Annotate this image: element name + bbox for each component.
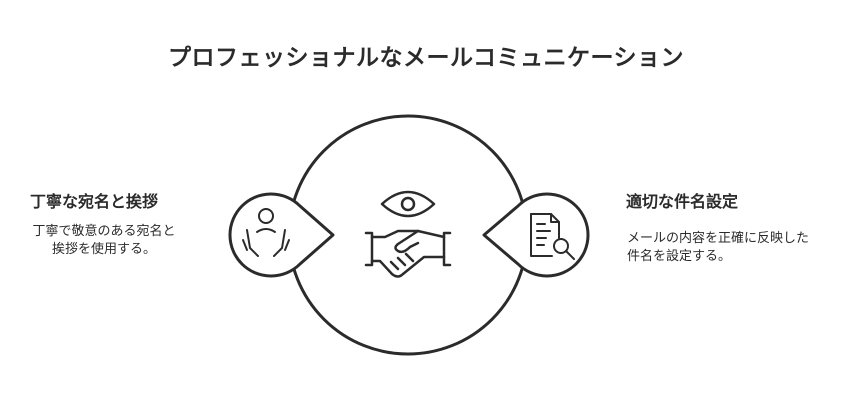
left-teardrop xyxy=(228,192,335,278)
right-teardrop xyxy=(482,192,590,278)
left-description-line1: 丁寧で敬意のある宛名と xyxy=(32,224,176,239)
eye-icon xyxy=(380,190,436,218)
right-description: メールの内容を正確に反映した 件名を設定する。 xyxy=(627,230,842,266)
handshake-icon xyxy=(364,229,452,278)
right-description-line2: 件名を設定する。 xyxy=(627,249,732,264)
left-heading: 丁寧な宛名と挨拶 xyxy=(30,192,159,211)
left-description: 丁寧で敬意のある宛名と 挨拶を使用する。 xyxy=(14,223,194,259)
right-heading: 適切な件名設定 xyxy=(626,192,739,211)
document-search-icon xyxy=(530,213,575,260)
page-title: プロフェッショナルなメールコミュニケーション xyxy=(167,45,685,71)
left-description-line2: 挨拶を使用する。 xyxy=(51,242,156,257)
right-description-line1: メールの内容を正確に反映した xyxy=(627,231,810,246)
person-hands-icon xyxy=(242,208,290,257)
